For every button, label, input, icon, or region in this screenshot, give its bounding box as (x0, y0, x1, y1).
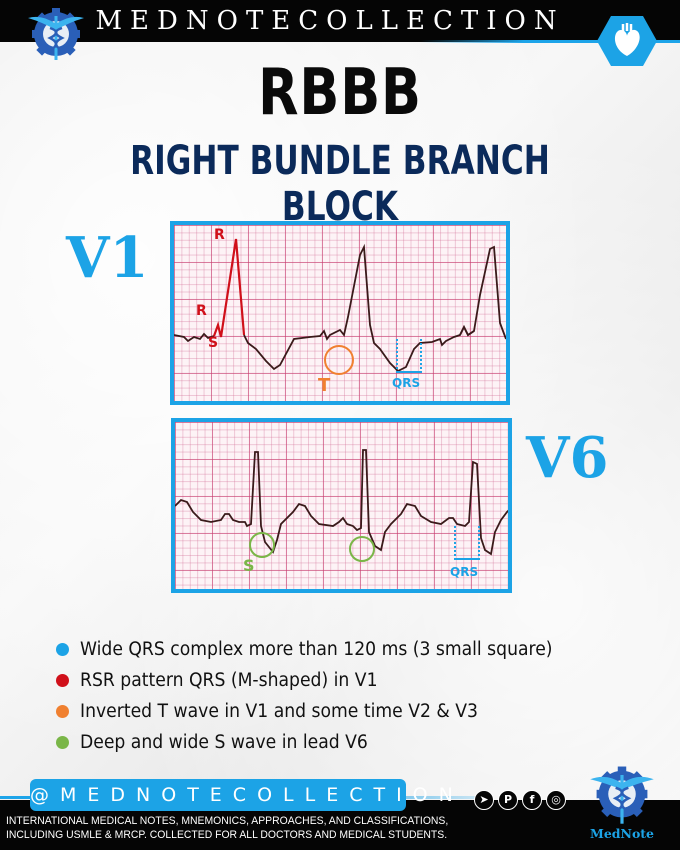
ecg-trace-v6 (175, 449, 508, 556)
social-handle[interactable]: @MEDNOTECOLLECTION (30, 779, 453, 811)
v1-qrs-label: QRS (392, 376, 421, 390)
brand-title: MEDNOTECOLLECTION (95, 6, 565, 36)
list-item: Inverted T wave in V1 and some time V2 &… (56, 696, 588, 727)
header-bar (0, 0, 680, 42)
s-wave-circle-2 (349, 536, 375, 562)
key-points-list: Wide QRS complex more than 120 ms (3 sma… (56, 634, 588, 758)
lead-v1-label: V1 (66, 225, 149, 291)
orange-bullet-icon (56, 705, 69, 718)
v1-t-label: T (318, 375, 331, 396)
v6-qrs-bracket (454, 526, 480, 560)
v6-qrs-label: QRS (450, 565, 479, 579)
list-item: Wide QRS complex more than 120 ms (3 sma… (56, 634, 588, 665)
heart-icon (597, 16, 657, 66)
red-bullet-icon (56, 674, 69, 687)
telegram-icon[interactable]: ➤ (474, 790, 494, 810)
v1-r-label: R (196, 303, 207, 319)
ecg-strip-v6: S QRS (171, 418, 512, 593)
green-bullet-icon (56, 736, 69, 749)
v6-s-label: S (243, 556, 255, 575)
blue-bullet-icon (56, 643, 69, 656)
page-subtitle: RIGHT BUNDLE BRANCH BLOCK (130, 138, 550, 230)
lead-v6-label: V6 (526, 425, 609, 491)
v1-qrs-bracket (396, 339, 422, 373)
caduceus-gear-logo-icon (28, 8, 84, 60)
v1-r-prime-label: R (214, 227, 225, 243)
t-wave-circle (324, 345, 354, 375)
mednote-logo-text: MedNote (589, 826, 655, 841)
pinterest-icon[interactable]: P (498, 790, 518, 810)
header-accent-line (420, 40, 680, 43)
social-links: ➤ P f ◎ (474, 790, 566, 810)
footer-line-1: INTERNATIONAL MEDICAL NOTES, MNEMONICS, … (6, 815, 449, 827)
footer-line-2: INCLUDING USMLE & MRCP. COLLECTED FOR AL… (6, 829, 448, 841)
ecg-trace-v1 (174, 238, 506, 373)
ecg-strip-v1: R R S T QRS (170, 221, 510, 405)
s-wave-circle-1 (249, 532, 275, 558)
list-item: RSR pattern QRS (M-shaped) in V1 (56, 665, 588, 696)
instagram-icon[interactable]: ◎ (546, 790, 566, 810)
v1-s-label: S (208, 335, 219, 351)
mednote-logo-icon (590, 766, 654, 824)
page-title: RBBB (258, 56, 422, 130)
facebook-icon[interactable]: f (522, 790, 542, 810)
footer-description: INTERNATIONAL MEDICAL NOTES, MNEMONICS, … (6, 814, 448, 842)
list-item: Deep and wide S wave in lead V6 (56, 727, 588, 758)
